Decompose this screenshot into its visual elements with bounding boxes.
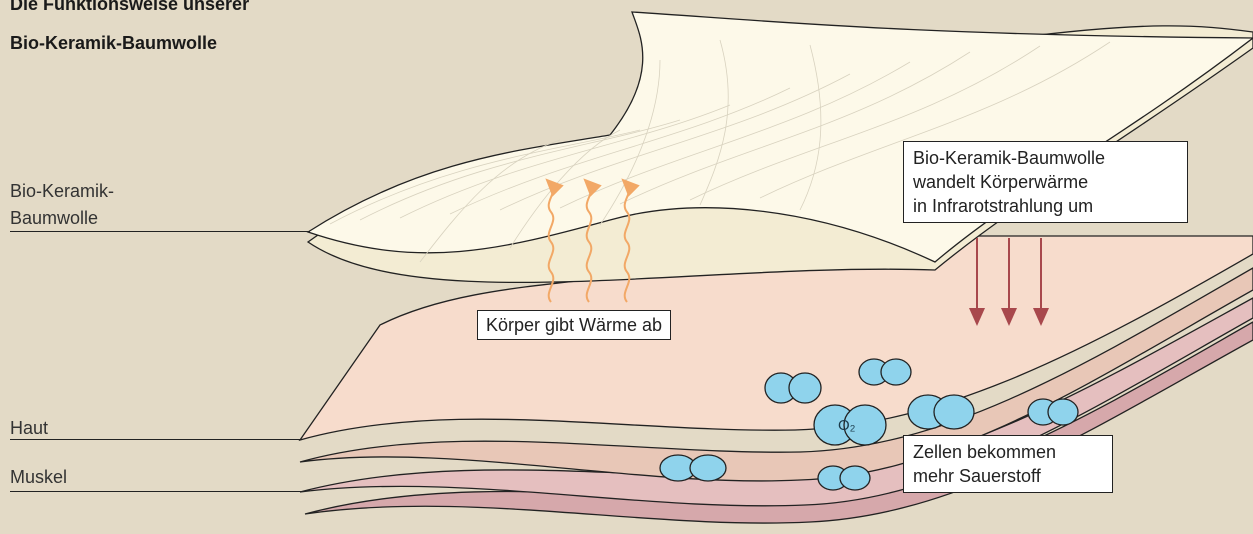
callout-infrared: Bio-Keramik-Baumwolle wandelt Körperwärm…	[903, 141, 1188, 223]
oxygen-molecule-1	[765, 373, 821, 403]
leader-line-skin	[10, 439, 302, 440]
diagram-title-line1: Die Funktionsweise unserer	[10, 0, 249, 15]
oxygen-molecule-2	[859, 359, 911, 385]
callout-body-heat: Körper gibt Wärme ab	[477, 310, 671, 340]
oxygen-molecule-lower-3	[1028, 399, 1078, 425]
callout-infrared-line3: in Infrarotstrahlung um	[913, 194, 1178, 218]
callout-oxygen-line2: mehr Sauerstoff	[913, 464, 1103, 488]
callout-oxygen: Zellen bekommen mehr Sauerstoff	[903, 435, 1113, 493]
label-fabric-line2: Baumwolle	[10, 207, 98, 229]
leader-line-muscle	[10, 491, 302, 492]
leader-line-fabric	[10, 231, 310, 232]
callout-infrared-line2: wandelt Körperwärme	[913, 170, 1178, 194]
callout-infrared-line1: Bio-Keramik-Baumwolle	[913, 146, 1178, 170]
oxygen-molecule-lower-2	[818, 466, 870, 490]
callout-oxygen-line1: Zellen bekommen	[913, 440, 1103, 464]
oxygen-label: O₂	[838, 417, 856, 434]
label-muscle: Muskel	[10, 466, 67, 488]
oxygen-molecule-3	[908, 395, 974, 429]
diagram-title-line2: Bio-Keramik-Baumwolle	[10, 33, 217, 54]
label-skin: Haut	[10, 417, 48, 439]
label-fabric-line1: Bio-Keramik-	[10, 180, 114, 202]
